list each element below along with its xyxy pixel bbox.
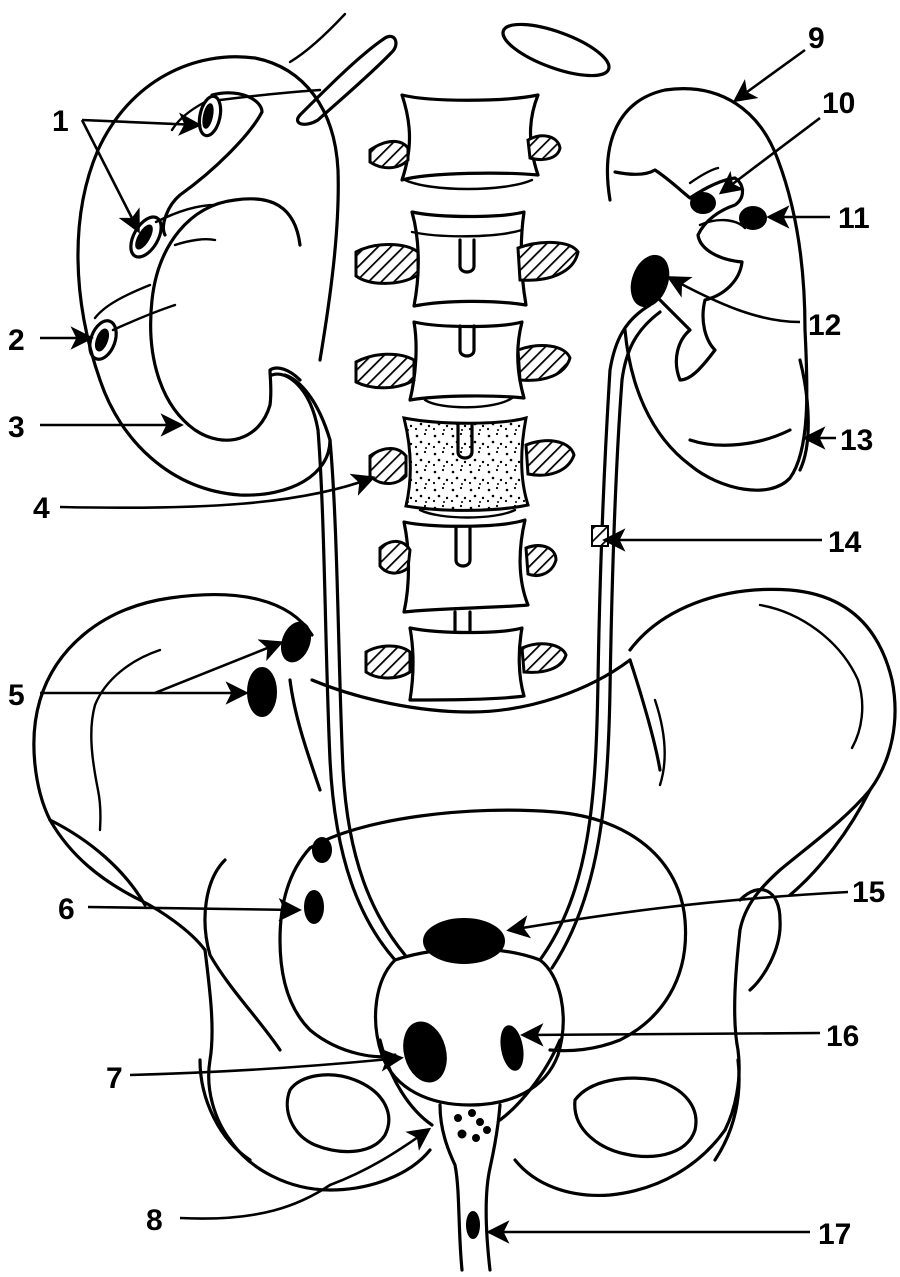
label-4: 4 xyxy=(33,492,50,525)
label-12: 12 xyxy=(808,309,841,342)
calyx-stone-middle xyxy=(740,207,766,229)
pelvic-opacities xyxy=(248,619,331,923)
ureteral-stone xyxy=(592,526,608,546)
renal-vessels-right xyxy=(85,90,320,363)
label-10: 10 xyxy=(822,87,855,120)
label-16: 16 xyxy=(826,1020,859,1053)
label-7: 7 xyxy=(106,1062,123,1095)
label-9: 9 xyxy=(808,22,825,55)
label-8: 8 xyxy=(146,1204,163,1237)
label-3: 3 xyxy=(8,411,25,444)
pelvic-opacity-lower xyxy=(305,891,323,923)
label-6: 6 xyxy=(58,893,75,926)
phlebolith-upper xyxy=(277,619,315,665)
phlebolith-lower xyxy=(248,668,276,716)
vertebral-column xyxy=(356,95,578,700)
bladder-opacity-left xyxy=(398,1018,452,1086)
label-15: 15 xyxy=(852,876,885,909)
label-17: 17 xyxy=(818,1218,851,1251)
label-14: 14 xyxy=(828,526,862,559)
bladder-opacity-right xyxy=(498,1025,525,1072)
urethra xyxy=(440,1105,500,1270)
pelvic-opacity-upper xyxy=(313,838,331,862)
label-1: 1 xyxy=(52,105,69,138)
label-5: 5 xyxy=(8,679,25,712)
urethral-stone xyxy=(467,1212,479,1238)
bladder-stone xyxy=(424,919,504,963)
left-kidney-stones xyxy=(625,193,766,311)
label-13: 13 xyxy=(840,424,873,457)
calyx-stone-upper xyxy=(691,193,715,213)
bladder xyxy=(376,919,564,1105)
label-2: 2 xyxy=(8,324,25,357)
pelvic-stone xyxy=(625,251,675,311)
label-11: 11 xyxy=(838,202,870,235)
